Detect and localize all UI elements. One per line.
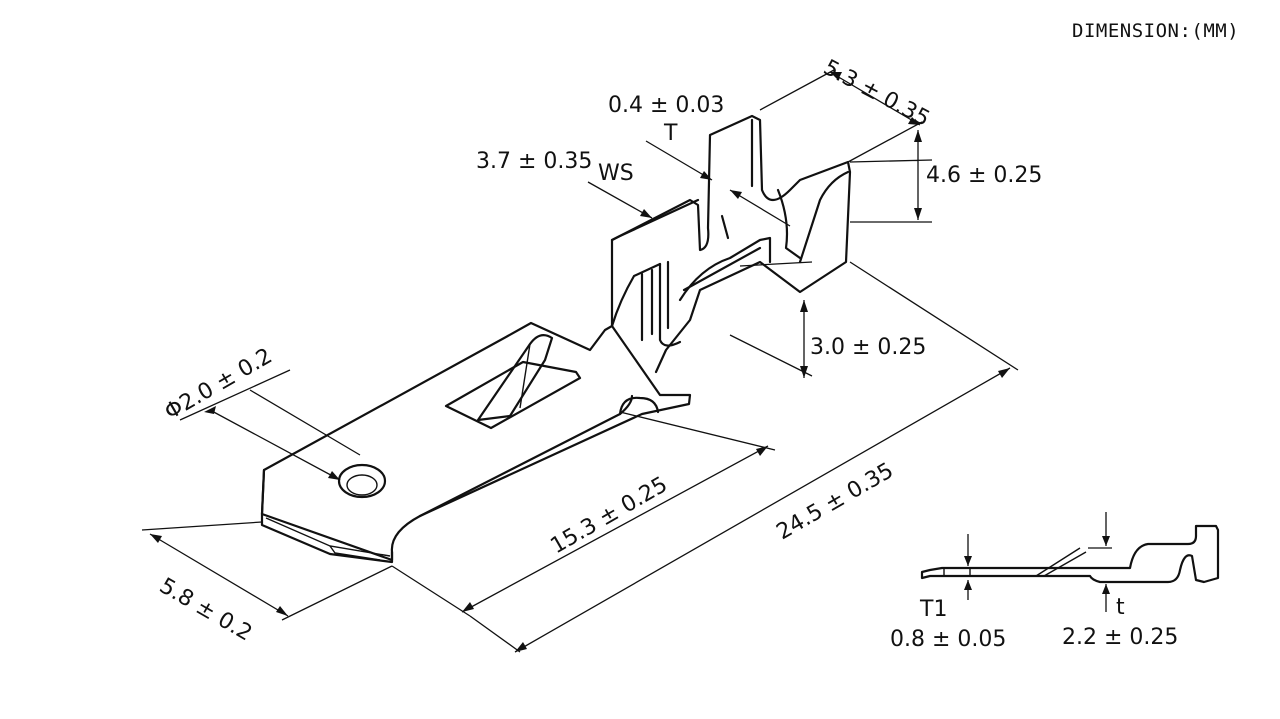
dim-thickness: 0.4 ± 0.03 bbox=[608, 93, 724, 118]
crimp-barrel bbox=[610, 114, 852, 374]
units-header: DIMENSION:(MM) bbox=[1072, 20, 1239, 42]
side-view-t-value: 2.2 ± 0.25 bbox=[1062, 625, 1178, 650]
dim-height-lower: 3.0 ± 0.25 bbox=[810, 335, 926, 360]
dim-height-top: 4.6 ± 0.25 bbox=[926, 163, 1042, 188]
dim-thickness-symbol: T bbox=[663, 121, 678, 146]
dim-overall-length: 24.5 ± 0.35 bbox=[773, 458, 898, 545]
dimension-lines bbox=[141, 69, 1019, 653]
latch-window bbox=[444, 360, 582, 430]
side-view bbox=[920, 512, 1220, 612]
dim-tab-length: 15.3 ± 0.25 bbox=[547, 472, 672, 559]
side-view-profile bbox=[920, 524, 1220, 584]
tab-plate bbox=[260, 321, 692, 562]
dim-wire-slot: 3.7 ± 0.35 bbox=[476, 149, 592, 174]
latch-spring bbox=[476, 333, 554, 422]
tab-front-edge bbox=[260, 512, 394, 564]
tab-hole bbox=[337, 463, 387, 499]
side-view-t-symbol: t bbox=[1116, 595, 1125, 620]
dim-wire-slot-symbol: WS bbox=[598, 161, 634, 186]
side-view-t1-value: 0.8 ± 0.05 bbox=[890, 627, 1006, 652]
side-view-t1-symbol: T1 bbox=[919, 597, 947, 622]
dim-tab-width: 5.8 ± 0.2 bbox=[155, 574, 256, 647]
terminal-part bbox=[260, 114, 852, 564]
dim-width-top: 5.3 ± 0.35 bbox=[819, 55, 934, 132]
